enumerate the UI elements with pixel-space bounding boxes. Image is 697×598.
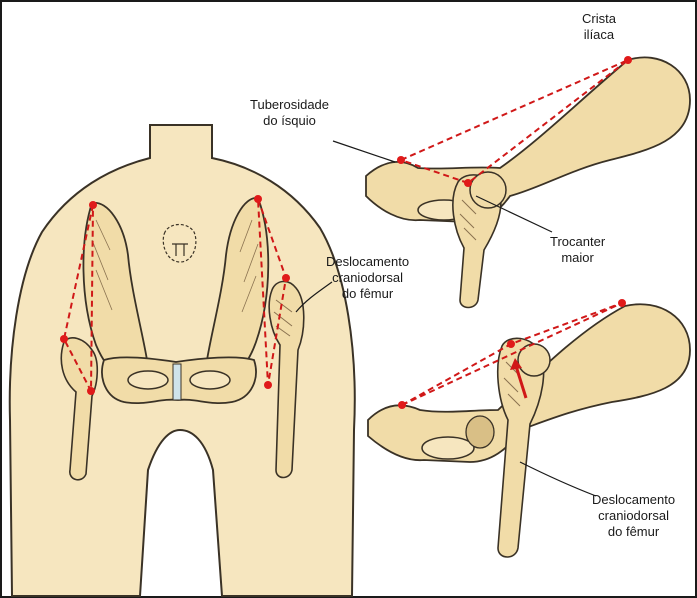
dislocated-iliac-crest-dot bbox=[618, 299, 626, 307]
left-trochanter-dot bbox=[60, 335, 68, 343]
pubic-symphysis bbox=[173, 364, 181, 400]
right-obturator-foramen bbox=[190, 371, 230, 389]
dislocated-trochanter-dot bbox=[507, 340, 515, 348]
normal-ischium-dot bbox=[397, 156, 405, 164]
deslocamento-right-label: Deslocamento craniodorsal do fêmur bbox=[592, 492, 675, 540]
normal-pelvis-bone bbox=[366, 57, 690, 222]
deslocamento-left-line-1: Deslocamento bbox=[326, 254, 409, 270]
deslocamento-left-line-2: craniodorsal bbox=[326, 270, 409, 286]
deslocamento-right-line-1: Deslocamento bbox=[592, 492, 675, 508]
crista-iliaca-line-2: ilíaca bbox=[582, 27, 616, 43]
dislocated-obturator-foramen bbox=[422, 437, 474, 459]
tuberosidade-line-1: Tuberosidade bbox=[250, 97, 329, 113]
deslocamento-left-line-3: do fêmur bbox=[326, 286, 409, 302]
right-label-leader bbox=[520, 462, 596, 496]
left-iliac-crest-dot bbox=[89, 201, 97, 209]
deslocamento-right-line-2: craniodorsal bbox=[592, 508, 675, 524]
tuberosidade-leader bbox=[333, 141, 395, 162]
right-ischium-dot bbox=[264, 381, 272, 389]
empty-acetabulum bbox=[466, 416, 494, 448]
right-trochanter-dot bbox=[282, 274, 290, 282]
right-iliac-crest-dot bbox=[254, 195, 262, 203]
tuberosidade-line-2: do ísquio bbox=[250, 113, 329, 129]
trocanter-line-2: maior bbox=[550, 250, 605, 266]
crista-iliaca-label: Crista ilíaca bbox=[582, 11, 616, 43]
deslocamento-left-label: Deslocamento craniodorsal do fêmur bbox=[326, 254, 409, 302]
left-obturator-foramen bbox=[128, 371, 168, 389]
trocanter-line-1: Trocanter bbox=[550, 234, 605, 250]
crista-iliaca-line-1: Crista bbox=[582, 11, 616, 27]
deslocamento-right-line-3: do fêmur bbox=[592, 524, 675, 540]
tuberosidade-label: Tuberosidade do ísquio bbox=[250, 97, 329, 129]
normal-trochanter-dot bbox=[464, 179, 472, 187]
left-ischium-dot bbox=[87, 387, 95, 395]
dislocated-ischium-dot bbox=[398, 401, 406, 409]
normal-iliac-crest-dot bbox=[624, 56, 632, 64]
pelvis-caudal-view bbox=[10, 125, 355, 596]
trocanter-label: Trocanter maior bbox=[550, 234, 605, 266]
